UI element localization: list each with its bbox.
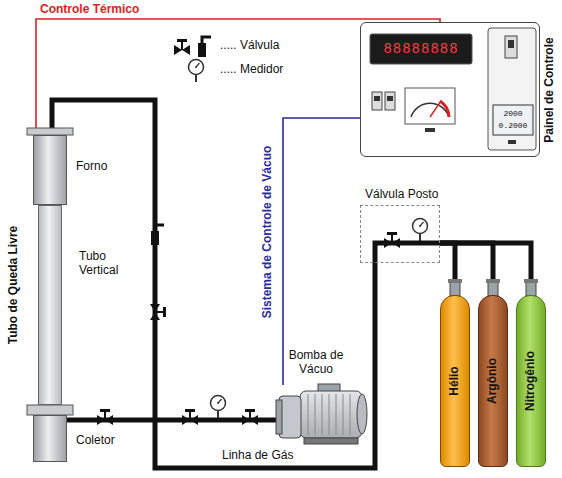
control-panel-instruments [488,28,536,150]
vacuum-pump-drawing [276,384,367,444]
control-panel-instruments [387,96,393,101]
display-value: 0.2000 [499,121,528,130]
legend-symbol [174,37,211,57]
tube-flanges [27,128,73,135]
cylinder-valves [448,279,462,283]
valve-symbols [242,409,258,425]
vacuum-pump-drawing [308,394,309,435]
collector: Coletor [33,415,67,462]
connector-label: Sistema de Controle de Vácuo [261,146,275,319]
gauge-symbols [413,219,428,242]
legend-sample [172,34,216,58]
vacuum-pump-drawing [350,394,351,435]
control-panel-instruments [493,105,533,135]
control-panel-instruments [370,34,472,64]
control-panel-instruments [440,101,449,117]
gauge-symbols [211,396,226,419]
legend-text: ..... Medidor [220,63,283,77]
valve-symbols [151,225,164,245]
legend-symbol [189,60,204,83]
furnace: Forno [33,135,67,205]
control-panel-instruments [508,140,516,144]
node-text: Bomba de Vácuo [288,349,344,377]
vacuum-pump-drawing [343,394,344,435]
tube-flanges [27,405,73,415]
gas-cylinder: Argônio [478,295,508,467]
valve-symbols [97,409,113,425]
cylinder-valves [448,279,538,296]
valve-symbols [150,304,166,320]
cylinder-valves [486,279,500,283]
vacuum-pump-drawing [315,394,316,435]
node-text: Tubo Vertical [79,250,131,278]
cylinder-valves [526,282,536,296]
vacuum-pump: Bomba de Vácuo [278,385,368,445]
gas-supply-pipe [440,243,531,295]
gauge-symbols [211,219,428,419]
node-text: Argônio [486,358,500,404]
node-text: Forno [76,160,107,174]
legend: ..... Válvula ..... Medidor [172,34,283,82]
gas-line [52,100,375,468]
node-text: Painel de Controle [543,37,557,142]
vacuum-pump-drawing [300,391,362,438]
legend-sample [172,58,216,82]
legend-item: ..... Válvula [172,34,283,58]
cylinder-valves [524,279,538,283]
control-panel-instruments [505,36,517,58]
tube-flanges [27,128,73,415]
control-panel-instruments [370,28,536,150]
gas-cylinder: Nitrogênio [516,295,546,467]
gas-cylinder: Hélio [440,295,470,467]
vacuum-pump-drawing [322,394,323,435]
station-pipe [375,243,440,263]
apparatus-title: Tubo de Queda Livre [7,226,21,344]
control-panel-instruments [430,101,441,117]
node-text: Nitrogênio [524,351,538,411]
node-text: Válvula Posto [365,188,438,202]
node-text: Coletor [76,434,115,448]
display-value: 2000 [503,109,522,118]
connector-label: Controle Térmico [40,3,139,17]
valve-symbols [384,232,400,248]
valve-symbols [182,409,198,425]
node-text: Hélio [448,366,462,395]
connector-label: Linha de Gás [222,449,293,463]
valve-station: Válvula Posto [360,205,440,263]
control-panel-instruments [425,128,435,132]
vertical-tube: Tubo Vertical [38,205,62,405]
station-pipe [375,243,440,263]
control-panel-instruments [405,88,455,124]
vacuum-pump-drawing [336,394,337,435]
control-panel-instruments [508,40,514,48]
control-panel-instruments [385,92,395,110]
vacuum-pump-drawing [329,394,330,435]
vacuum-pump-drawing [304,438,358,444]
control-panel-instruments [372,92,382,110]
gas-supply-pipe [440,243,493,295]
legend-item: ..... Medidor [172,58,283,82]
legend-text: ..... Válvula [220,39,279,53]
display-digits: 88888888 [383,41,458,57]
vacuum-pump-drawing [357,394,367,434]
cylinder-valves [450,282,460,296]
control-panel-instruments [374,96,380,101]
cylinder-valves [488,282,498,296]
vacuum-pump-drawing [276,400,282,434]
vacuum-control-line [283,118,360,385]
